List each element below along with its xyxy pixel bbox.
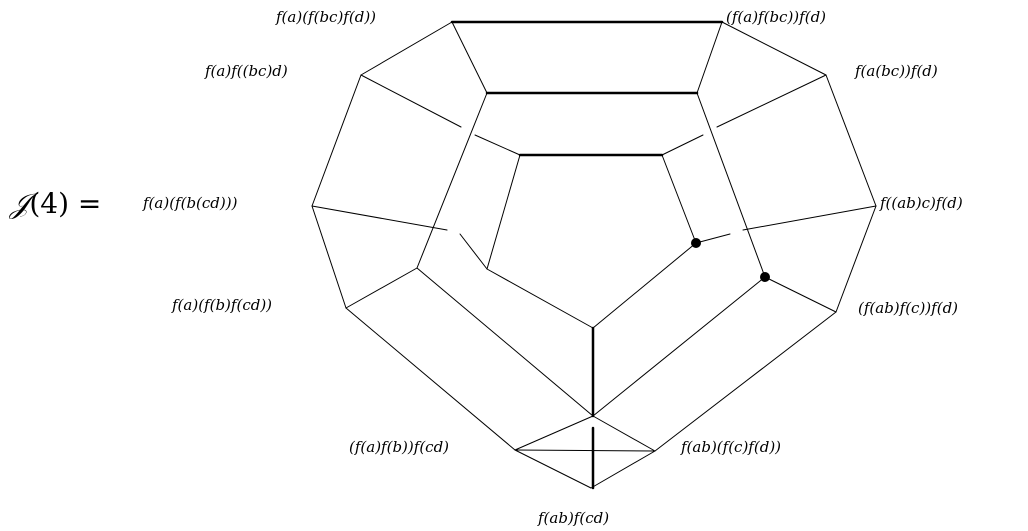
edge	[661, 154, 697, 244]
edge	[592, 415, 656, 452]
vertex-label-mid-right: f((ab)c)f(d)	[880, 194, 963, 212]
vertex-label-top-left: f(a)(f(bc)f(d))	[276, 8, 377, 26]
edge	[474, 134, 521, 156]
edge	[696, 21, 723, 94]
edge	[514, 449, 656, 452]
vertex-label-bottom-left: (f(a)f(b))f(cd)	[349, 438, 450, 456]
edge	[416, 267, 594, 417]
edge	[311, 205, 347, 309]
edge	[345, 307, 516, 451]
vertex-label-bottom: f(ab)f(cd)	[538, 509, 610, 527]
vertex-label-lower-right: (f(ab)f(c))f(d)	[858, 299, 959, 317]
marked-vertex	[760, 272, 770, 282]
edge	[345, 267, 418, 309]
edge	[360, 21, 453, 76]
edge	[592, 276, 766, 417]
diagram-title: 𝒥(4) =	[10, 190, 101, 218]
edge	[360, 74, 462, 128]
edge	[716, 74, 827, 128]
edge	[721, 21, 827, 76]
edge	[590, 450, 656, 489]
marked-vertex	[691, 238, 701, 248]
title-rest: (4) =	[29, 187, 102, 220]
edge	[311, 74, 362, 207]
title-symbol: 𝒥	[10, 187, 30, 220]
edge	[514, 449, 592, 489]
vertex-label-lower-left: f(a)(f(b)f(cd))	[172, 296, 273, 314]
edge	[835, 205, 877, 313]
edge	[695, 233, 731, 244]
edge	[451, 21, 488, 94]
edge	[696, 92, 766, 278]
edge	[416, 92, 488, 269]
edge	[486, 154, 521, 270]
vertex-label-bottom-right: f(ab)(f(c)f(d))	[681, 438, 782, 456]
edge	[514, 415, 594, 451]
edge	[825, 74, 877, 207]
edge	[592, 242, 697, 329]
edge	[764, 276, 837, 313]
vertex-label-mid-left: f(a)(f(b(cd)))	[143, 194, 238, 212]
edge	[742, 205, 877, 231]
edge	[654, 311, 837, 452]
edge	[459, 233, 488, 270]
vertex-label-upper-right: f(a(bc))f(d)	[855, 62, 938, 80]
vertex-label-top-right: (f(a)f(bc))f(d)	[726, 8, 827, 26]
vertex-label-upper-left: f(a)f((bc)d)	[205, 62, 288, 80]
edge	[311, 205, 448, 231]
edge	[661, 134, 704, 156]
edge	[486, 268, 594, 329]
